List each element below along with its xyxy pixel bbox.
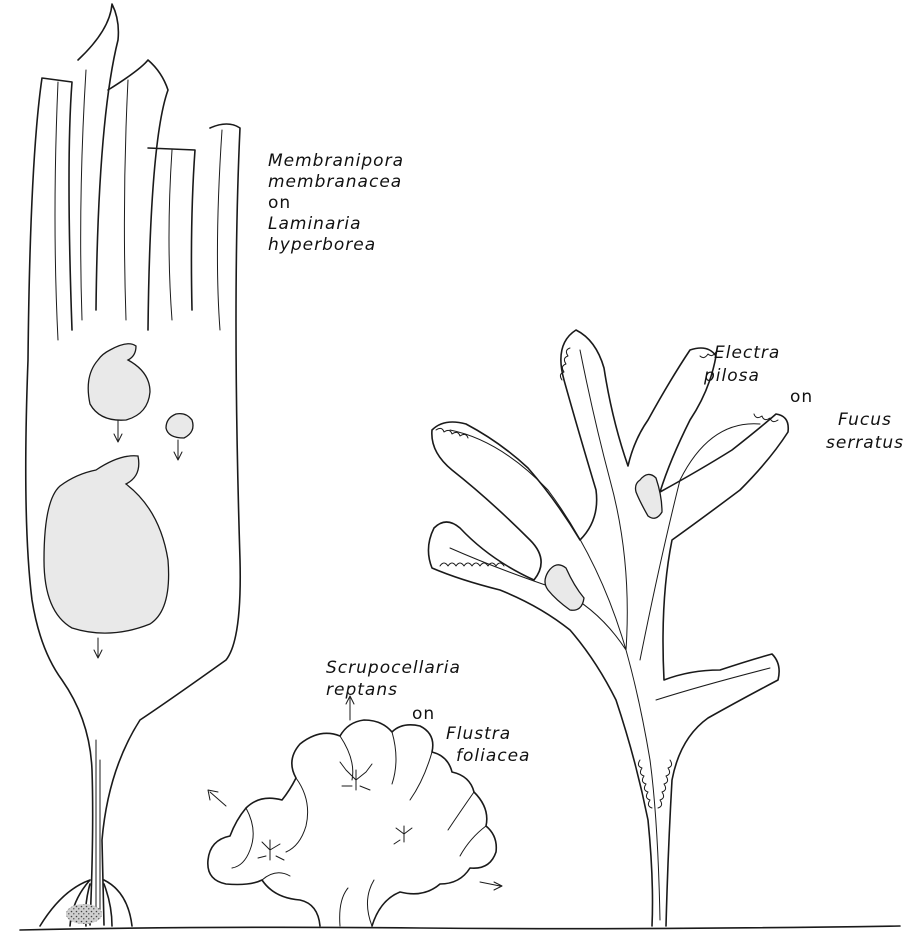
label-fucus-species: serratus: [826, 433, 904, 454]
ground-line: [20, 926, 900, 930]
fucus-thallus: [428, 330, 788, 926]
holdfast-fill: [66, 904, 102, 924]
label-membranipora-on: on: [268, 193, 291, 214]
label-laminaria-genus: Laminaria: [268, 214, 362, 235]
label-flustra-genus: Flustra: [446, 724, 511, 745]
electra-colony-lower: [545, 565, 584, 610]
label-membranipora-species: membranacea: [268, 172, 402, 193]
membranipora-colony-small: [166, 414, 193, 438]
scrupocellaria-colony-a: [340, 762, 372, 790]
fucus-plant: [428, 330, 788, 926]
label-electra-genus: Electra: [714, 343, 780, 364]
membranipora-colony-medium: [88, 344, 150, 420]
label-membranipora-genus: Membranipora: [268, 151, 404, 172]
flustra-lobes: [232, 732, 486, 926]
membranipora-colony-large: [44, 456, 169, 633]
scrupocellaria-colony-c: [394, 826, 412, 844]
fucus-midrib: [450, 350, 770, 920]
label-fucus-genus: Fucus: [838, 410, 892, 431]
laminaria-plant: [26, 4, 240, 926]
scrupocellaria-colony-b: [258, 840, 284, 860]
label-scrupocellaria-on: on: [412, 704, 435, 725]
label-flustra-species: foliacea: [456, 746, 530, 767]
label-electra-on: on: [790, 387, 813, 408]
label-scrupocellaria-species: reptans: [326, 680, 398, 701]
label-electra-species: pilosa: [704, 366, 760, 387]
label-scrupocellaria-genus: Scrupocellaria: [326, 658, 461, 679]
laminaria-stipe-lines: [96, 740, 100, 920]
electra-colony-upper: [636, 474, 663, 518]
label-laminaria-species: hyperborea: [268, 235, 376, 256]
laminaria-frond-edges: [55, 70, 222, 340]
